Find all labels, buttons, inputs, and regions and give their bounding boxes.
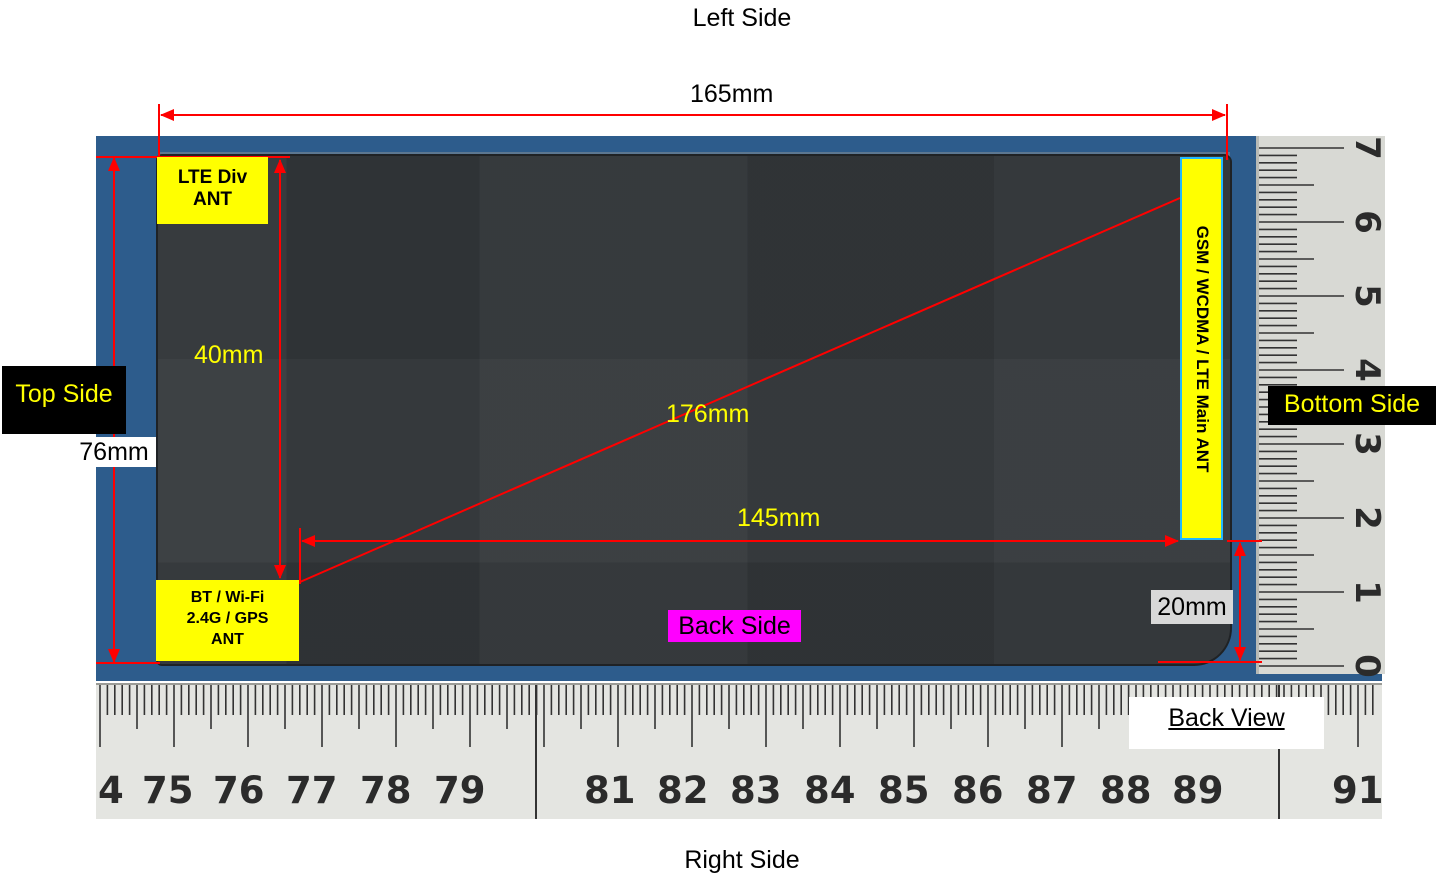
width-dimension-label: 165mm (690, 80, 774, 108)
ruler-number: 86 (952, 769, 1004, 812)
back-view-label: Back View (1129, 697, 1324, 749)
ruler-number: 85 (878, 769, 930, 812)
lte-div-antenna-line-2: ANT (192, 189, 233, 210)
ruler-number: 4 (98, 769, 124, 812)
inner-width-dimension-label: 145mm (737, 504, 821, 532)
ruler-number: 84 (804, 769, 856, 812)
diagonal-dimension-label: 176mm (666, 400, 750, 428)
bt-antenna-line-1: BT / Wi-Fi (190, 589, 265, 606)
ruler-number: 77 (286, 769, 338, 812)
ruler-number: 79 (434, 769, 486, 812)
bt-wifi-gps-antenna-label: BT / Wi-Fi 2.4G / GPS ANT (156, 580, 299, 661)
device-edge (158, 152, 1230, 158)
inner-height-dimension-label: 40mm (194, 341, 264, 369)
ruler-number: 78 (360, 769, 412, 812)
ruler-number: 76 (213, 769, 265, 812)
bt-antenna-line-2: 2.4G / GPS (186, 610, 269, 627)
ruler-number: 88 (1100, 769, 1152, 812)
height-dimension-label: 76mm (72, 437, 156, 467)
ruler-number: 83 (730, 769, 782, 812)
lte-div-antenna-line-1: LTE Div (177, 167, 248, 188)
top-side-label: Top Side (2, 366, 126, 434)
lte-div-antenna-label: LTE Div ANT (157, 157, 268, 224)
main-antenna-text: GSM / WCDMA / LTE Main ANT (1192, 225, 1212, 472)
ruler-number: 81 (584, 769, 636, 812)
ruler-number: 89 (1172, 769, 1224, 812)
bottom-side-label: Bottom Side (1268, 386, 1436, 425)
back-side-label: Back Side (668, 610, 801, 642)
left-side-label: Left Side (692, 4, 792, 32)
bt-antenna-line-3: ANT (211, 631, 244, 648)
ruler-number: 82 (657, 769, 709, 812)
diagonal-dimension-line (299, 197, 1181, 583)
ruler-number: 75 (142, 769, 194, 812)
main-antenna-label: GSM / WCDMA / LTE Main ANT (1180, 157, 1223, 540)
horizontal-ruler-ticks (99, 685, 1374, 819)
right-side-label: Right Side (684, 846, 800, 874)
ruler-number: 87 (1026, 769, 1078, 812)
corner-offset-dimension-label: 20mm (1151, 590, 1233, 624)
vertical-ruler-ticks (1259, 147, 1344, 667)
ruler-number: 91 (1332, 769, 1384, 812)
